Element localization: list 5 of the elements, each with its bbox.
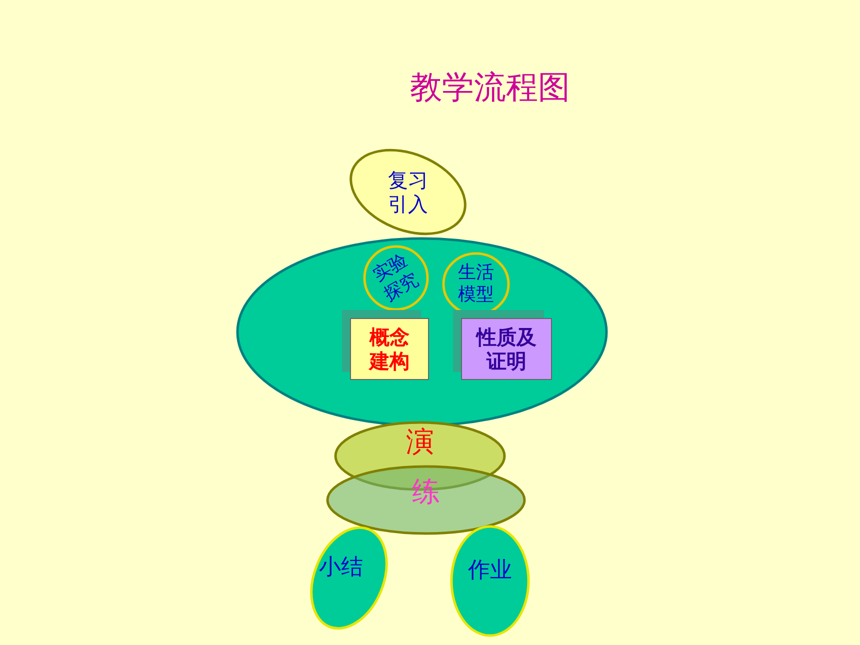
oval-shape: 练	[326, 465, 526, 535]
circle-shape: 实验探究	[363, 245, 429, 311]
oval-shape: 作业	[450, 525, 530, 637]
title: 教学流程图	[409, 67, 571, 108]
ellipse-shape	[236, 237, 608, 427]
